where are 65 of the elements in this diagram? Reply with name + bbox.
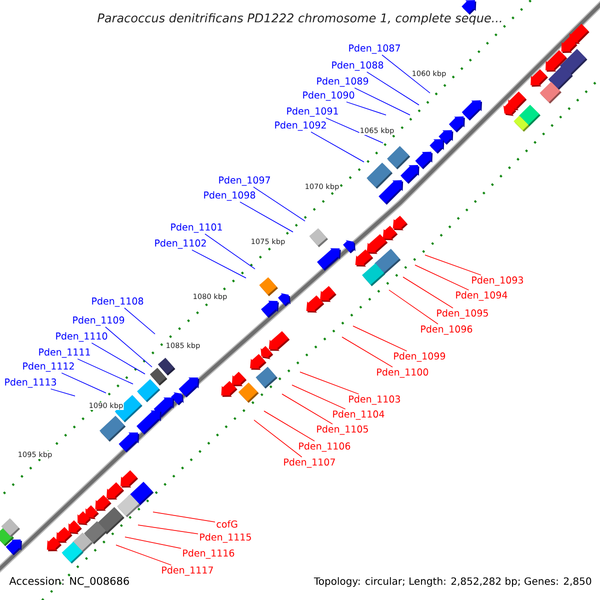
gene-label: Pden_1107	[284, 458, 335, 468]
gene-label: Pden_1102	[155, 239, 206, 249]
gene-label: Pden_1091	[287, 107, 338, 117]
footer-text: Topology: circular; Length: 2,852,282 bp; Genes: 2,850	[314, 577, 592, 587]
gene-label: Pden_1092	[275, 121, 326, 131]
leader-line	[152, 512, 216, 522]
gene-label: Pden_1095	[437, 309, 488, 319]
gene-label: Pden_1089	[317, 77, 368, 87]
title: Paracoccus denitrificans PD1222 chromosome 1, complete seque...	[98, 13, 502, 25]
leader-line	[346, 102, 386, 116]
gene-label: Pden_1101	[171, 223, 222, 233]
gene-label: Pden_1096	[421, 325, 472, 335]
leader-line	[254, 420, 302, 458]
leader-line	[61, 372, 106, 394]
gene-label: Pden_1087	[349, 44, 400, 54]
leader-line	[366, 72, 420, 106]
gene-label: Pden_1100	[377, 368, 428, 378]
gene-label: Pden_1112	[23, 362, 74, 372]
gene-label: cofG	[216, 520, 238, 528]
leader-line	[424, 254, 482, 276]
leader-line	[326, 118, 384, 144]
leader-line	[124, 308, 156, 334]
leader-line	[402, 276, 454, 308]
leader-line	[300, 372, 360, 394]
gene-label: Pden_1090	[303, 91, 354, 101]
leader-line	[354, 88, 410, 116]
leader-line	[292, 384, 346, 410]
gene-label: Pden_1116	[183, 549, 234, 559]
gene-label: Pden_1110	[56, 332, 108, 342]
leader-line	[388, 290, 438, 324]
leader-line	[124, 536, 182, 549]
leader-line	[310, 132, 364, 162]
leader-line	[77, 358, 134, 384]
gene-label: Pden_1106	[299, 442, 350, 452]
leader-line	[282, 394, 333, 424]
gene-label: Pden_1115	[200, 533, 251, 543]
leader-line	[382, 54, 430, 94]
leader-line	[264, 410, 315, 442]
gene-label: Pden_1111	[39, 348, 90, 358]
gene-label: Pden_1098	[204, 191, 256, 201]
gene-label: Pden_1097	[219, 176, 270, 186]
leader-line	[240, 202, 294, 232]
leader-line	[116, 544, 172, 566]
gene-label: Pden_1117	[162, 566, 213, 576]
leader-line	[50, 388, 76, 396]
leader-line	[91, 342, 146, 374]
gene-label: Pden_1108	[92, 297, 144, 307]
gene-label: Pden_1103	[349, 395, 400, 405]
gene-label: Pden_1113	[5, 378, 56, 388]
leader-line	[105, 326, 152, 368]
leader-line	[253, 186, 306, 222]
gene-label: Pden_1105	[317, 425, 368, 435]
gene-label: Pden_1099	[394, 352, 446, 362]
leader-line	[138, 524, 198, 534]
leader-line	[352, 326, 408, 352]
leader-line	[414, 264, 470, 290]
gene-label: Pden_1109	[73, 316, 124, 326]
leader-line	[342, 336, 393, 368]
footer-text: Accession: NC_008686	[9, 576, 129, 588]
gene-label: Pden_1104	[333, 410, 384, 420]
gene-label: Pden_1093	[472, 276, 523, 286]
leader-line	[204, 234, 256, 270]
gene-label: Pden_1088	[332, 61, 384, 71]
gene-label: Pden_1094	[456, 291, 508, 301]
leader-line	[192, 250, 246, 278]
